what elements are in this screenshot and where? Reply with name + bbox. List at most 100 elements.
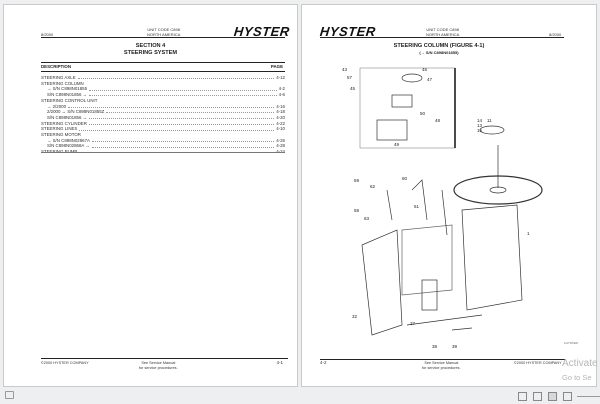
footer-note-2: for service procedures. [139, 365, 178, 370]
toc-row[interactable]: S/N C898N02868A → 4-28 [41, 143, 285, 149]
part-cylinder [421, 279, 438, 311]
leader-dots [89, 86, 277, 91]
zoom-slider[interactable] [577, 396, 600, 397]
viewer-toolbar [0, 388, 600, 404]
callout-number: 62 [370, 184, 376, 189]
leader-dots [68, 104, 275, 108]
pedal-linkage [406, 314, 483, 331]
toc-row[interactable]: STEERING LINES 4-10 [41, 126, 285, 132]
toc-label: STEERING PUMP [41, 149, 77, 155]
leader-dots [77, 75, 275, 80]
toc-row[interactable]: STEERING COLUMN [41, 81, 285, 87]
toc-page: 4-20 [276, 114, 285, 120]
footer-copyright: ©2000 HYSTER COMPANY [41, 361, 89, 365]
leader-dots [79, 126, 275, 131]
leader-dots [79, 149, 275, 154]
two-page-icon[interactable] [548, 392, 557, 401]
comment-icon[interactable] [5, 391, 14, 399]
table-rule [41, 62, 285, 63]
part-module [376, 119, 408, 141]
header-date: 8/2000 [41, 32, 54, 37]
callout-number: 39 [452, 344, 458, 349]
toc-row[interactable]: STEERING MOTOR [41, 132, 285, 138]
callout-number: 57 [347, 75, 353, 80]
inset-box [359, 67, 456, 149]
region: NORTH AMERICA [147, 32, 181, 37]
watermark-line1: Activate [562, 358, 598, 369]
toc-label: STEERING COLUMN [41, 80, 84, 86]
header-rule [41, 37, 285, 38]
toc-label: STEERING AXLE [41, 75, 76, 80]
callout-number: 63 [364, 216, 370, 221]
footer-note-2: for service procedures. [422, 365, 461, 370]
watermark-line2: Go to Se [562, 373, 592, 382]
toc-label: STEERING MOTOR [41, 132, 81, 138]
callout-number: 61 [414, 204, 420, 209]
leader-dots [91, 143, 275, 148]
figure-title: STEERING COLUMN (FIGURE 4-1) [393, 43, 485, 49]
toc-row[interactable]: STEERING AXLE 4-12 [41, 75, 285, 81]
section-title: STEERING SYSTEM [123, 50, 178, 56]
callout-number: 49 [394, 142, 400, 147]
callout-number: 59 [354, 178, 360, 183]
toc-page: 4-28 [276, 143, 285, 149]
footer-copyright: ©2000 HYSTER COMPANY [514, 361, 562, 365]
leader-dots [91, 138, 275, 142]
toc-page: 4-24 [276, 149, 285, 155]
toc-label: S/N C898N02868A → [47, 143, 90, 149]
toc-label: → S/N C898N02867A [47, 137, 90, 143]
callout-number: 48 [435, 118, 441, 123]
callout-number: 43 [342, 67, 348, 72]
toc-page: 4-2 [278, 86, 285, 92]
single-page-icon[interactable] [518, 392, 527, 401]
toc-row[interactable]: S/N C898N01856 →4-20 [41, 115, 285, 121]
toc-page: 4-10 [276, 126, 285, 132]
toc-page: 4-22 [276, 120, 285, 126]
toc-page: 4-18 [276, 109, 285, 115]
linkage [386, 179, 448, 236]
callout-number: 38 [432, 344, 438, 349]
toc-page: 4-6 [278, 92, 285, 98]
figure-subtitle: (→ S/N C898N01855) [419, 50, 459, 55]
continuous-page-icon[interactable] [533, 392, 542, 401]
callout-number: 11 [487, 118, 492, 123]
header-date: 8/2000 [549, 32, 562, 37]
callout-number: 1 [527, 231, 530, 236]
footer-page: 4-2 [320, 360, 327, 365]
two-page-continuous-icon[interactable] [563, 392, 572, 401]
unit-code: UNIT CODE C898 [426, 27, 459, 32]
footer-page: 4-1 [276, 360, 283, 365]
toc-row[interactable]: STEERING CONTROL UNIT [41, 98, 285, 104]
toc-label: STEERING CONTROL UNIT [41, 97, 98, 103]
callout-number: 50 [420, 111, 426, 116]
toc-end-rule [41, 152, 285, 153]
leader-dots [106, 109, 275, 114]
part-horn [401, 73, 423, 83]
callout-number: 46 [422, 67, 428, 72]
part-switch [391, 94, 413, 108]
toc-row[interactable]: S/N C898N01856 →4-6 [41, 92, 285, 98]
section-number: SECTION 4 [135, 43, 166, 49]
toc-label: STEERING LINES [41, 126, 78, 132]
column-housing [461, 204, 523, 311]
table-rule [41, 71, 285, 72]
col-description: DESCRIPTION [41, 64, 72, 69]
toc-page: 4-12 [276, 75, 285, 80]
callout-number: 37 [410, 321, 416, 326]
toc-row[interactable]: STEERING PUMP 4-24 [41, 149, 285, 155]
callout-number: 60 [402, 176, 408, 181]
callout-number: 58 [354, 208, 360, 213]
leader-dots [89, 92, 277, 97]
